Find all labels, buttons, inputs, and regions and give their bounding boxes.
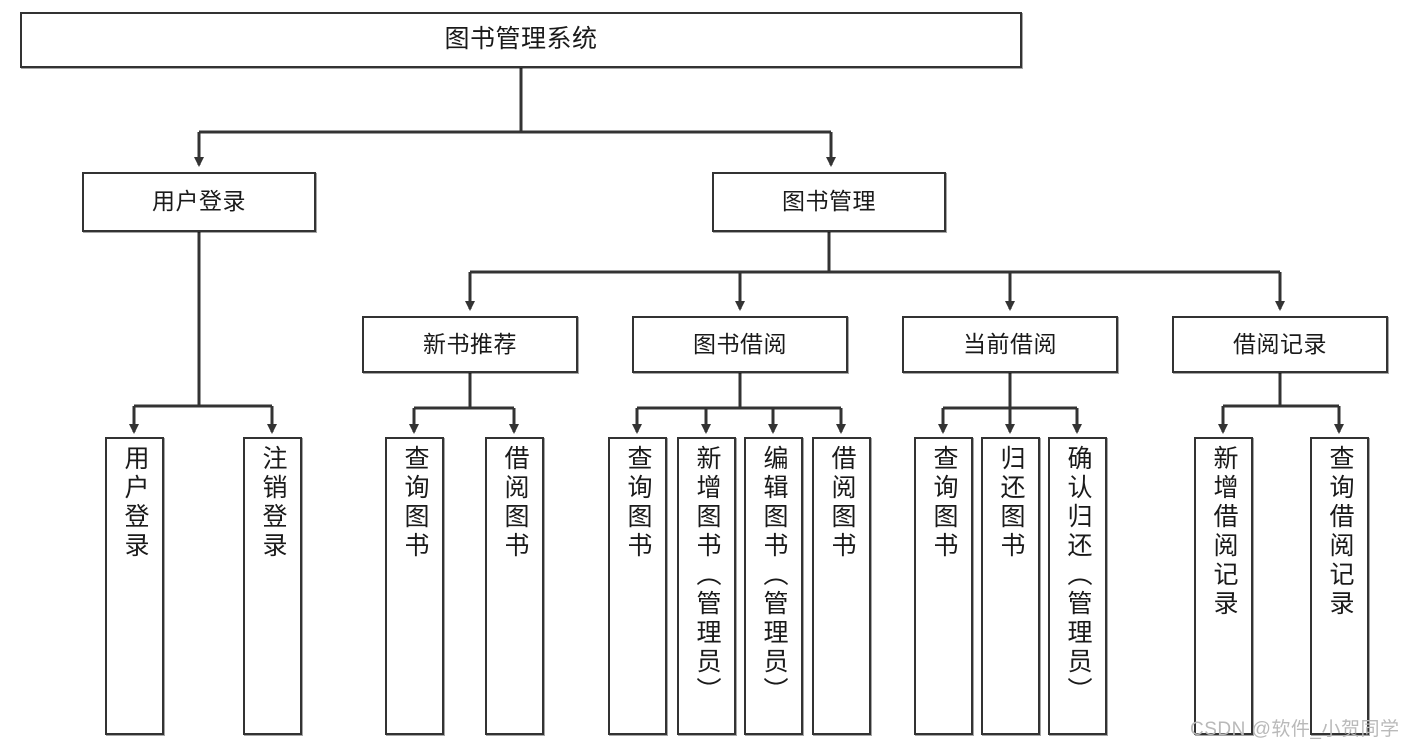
node-borrow-record[interactable]: 借阅记录 <box>1172 316 1388 373</box>
leaf-current-return-book[interactable]: 归还图书 <box>981 437 1040 735</box>
node-root-system[interactable]: 图书管理系统 <box>20 12 1022 68</box>
node-label: 借阅图书 <box>501 445 529 561</box>
node-label: 借阅记录 <box>1233 330 1327 357</box>
node-book-management[interactable]: 图书管理 <box>712 172 946 232</box>
node-label: 新书推荐 <box>423 330 517 357</box>
node-current-borrow[interactable]: 当前借阅 <box>902 316 1118 373</box>
node-label: 查询图书 <box>930 445 958 561</box>
node-label: 图书借阅 <box>693 330 787 357</box>
leaf-user-login[interactable]: 用户登录 <box>105 437 164 735</box>
leaf-borrow-edit-book[interactable]: 编辑图书（管理员） <box>744 437 803 735</box>
leaf-borrow-query-book[interactable]: 查询图书 <box>608 437 667 735</box>
node-label: 查询图书 <box>624 445 652 561</box>
node-label: 图书管理 <box>782 188 876 215</box>
node-label: 注销登录 <box>259 445 287 561</box>
node-label: 新增图书（管理员） <box>693 445 721 706</box>
node-label: 图书管理系统 <box>444 25 598 54</box>
leaf-record-add-record[interactable]: 新增借阅记录 <box>1194 437 1253 735</box>
node-label: 确认归还（管理员） <box>1064 445 1092 706</box>
leaf-logout[interactable]: 注销登录 <box>243 437 302 735</box>
node-label: 用户登录 <box>121 445 149 561</box>
node-book-borrow[interactable]: 图书借阅 <box>632 316 848 373</box>
node-label: 编辑图书（管理员） <box>760 445 788 706</box>
leaf-borrow-add-book[interactable]: 新增图书（管理员） <box>677 437 736 735</box>
node-label: 新增借阅记录 <box>1210 445 1238 619</box>
leaf-record-query-record[interactable]: 查询借阅记录 <box>1310 437 1369 735</box>
node-label: 用户登录 <box>152 188 246 215</box>
leaf-current-query-book[interactable]: 查询图书 <box>914 437 973 735</box>
node-label: 借阅图书 <box>828 445 856 561</box>
leaf-borrow-borrow-book[interactable]: 借阅图书 <box>812 437 871 735</box>
node-label: 归还图书 <box>997 445 1025 561</box>
leaf-newbook-borrow-book[interactable]: 借阅图书 <box>485 437 544 735</box>
node-label: 当前借阅 <box>963 330 1057 357</box>
node-user-login[interactable]: 用户登录 <box>82 172 316 232</box>
leaf-newbook-query-book[interactable]: 查询图书 <box>385 437 444 735</box>
node-label: 查询图书 <box>401 445 429 561</box>
node-label: 查询借阅记录 <box>1326 445 1354 619</box>
node-new-book-recommend[interactable]: 新书推荐 <box>362 316 578 373</box>
leaf-current-confirm-return[interactable]: 确认归还（管理员） <box>1048 437 1107 735</box>
